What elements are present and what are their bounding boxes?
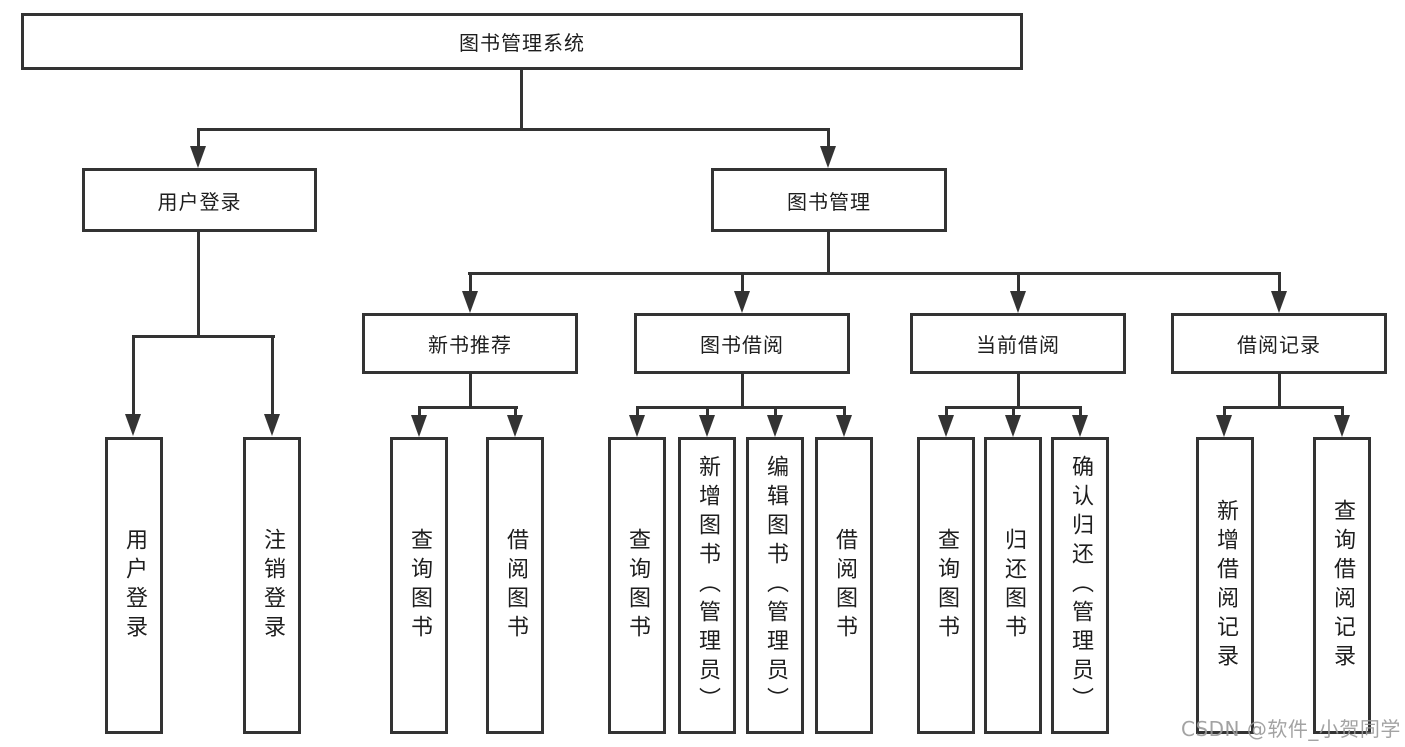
connector-vline — [197, 128, 200, 150]
node-query-books-borrow-label: 查询图书 — [625, 527, 650, 644]
connector-vline — [469, 272, 472, 295]
node-borrow-records: 借阅记录 — [1171, 313, 1387, 374]
arrow-down-icon — [190, 146, 206, 168]
node-query-books-borrow: 查询图书 — [608, 437, 666, 734]
node-book-borrow: 图书借阅 — [634, 313, 850, 374]
node-add-book-admin: 新增图书（管理员） — [678, 437, 736, 734]
node-add-book-admin-label: 新增图书（管理员） — [695, 455, 720, 716]
connector-vline — [843, 406, 846, 419]
connector-hline — [468, 272, 1281, 275]
connector-vline — [1079, 406, 1082, 419]
connector-vline — [706, 406, 709, 419]
arrow-down-icon — [836, 415, 852, 437]
connector-vline — [271, 335, 274, 418]
node-edit-book-admin-label: 编辑图书（管理员） — [763, 455, 788, 716]
connector-hline — [636, 406, 846, 409]
connector-vline — [1012, 406, 1015, 419]
connector-hline — [418, 406, 518, 409]
node-root-label: 图书管理系统 — [459, 31, 585, 55]
node-add-borrow-record-label: 新增借阅记录 — [1213, 498, 1238, 673]
node-add-borrow-record: 新增借阅记录 — [1196, 437, 1254, 734]
connector-vline — [132, 335, 135, 418]
connector-vline — [469, 374, 472, 406]
node-query-books-current: 查询图书 — [917, 437, 975, 734]
node-return-book-label: 归还图书 — [1001, 527, 1026, 644]
connector-vline — [1278, 374, 1281, 406]
node-root: 图书管理系统 — [21, 13, 1023, 70]
node-query-borrow-record: 查询借阅记录 — [1313, 437, 1371, 734]
connector-vline — [827, 232, 830, 272]
node-edit-book-admin: 编辑图书（管理员） — [746, 437, 804, 734]
node-return-book: 归还图书 — [984, 437, 1042, 734]
node-book-mgmt-label: 图书管理 — [787, 189, 871, 214]
node-borrow-books-recommend-label: 借阅图书 — [503, 527, 528, 644]
arrow-down-icon — [264, 414, 280, 436]
arrow-down-icon — [1334, 415, 1350, 437]
node-query-books-recommend-label: 查询图书 — [407, 527, 432, 644]
arrow-down-icon — [699, 415, 715, 437]
node-current-borrow-label: 当前借阅 — [976, 333, 1060, 357]
arrow-down-icon — [1010, 291, 1026, 313]
node-logout-label: 注销登录 — [260, 527, 285, 644]
connector-vline — [197, 232, 200, 335]
node-query-books-current-label: 查询图书 — [934, 527, 959, 644]
node-query-books-recommend: 查询图书 — [390, 437, 448, 734]
node-book-borrow-label: 图书借阅 — [700, 333, 784, 357]
arrow-down-icon — [820, 146, 836, 168]
arrow-down-icon — [629, 415, 645, 437]
connector-vline — [741, 272, 744, 295]
connector-vline — [1223, 406, 1226, 419]
connector-hline — [197, 128, 830, 131]
node-new-book-recommend-label: 新书推荐 — [428, 333, 512, 357]
connector-vline — [514, 406, 517, 419]
arrow-down-icon — [1005, 415, 1021, 437]
connector-vline — [774, 406, 777, 419]
node-borrow-books: 借阅图书 — [815, 437, 873, 734]
node-confirm-return-admin: 确认归还（管理员） — [1051, 437, 1109, 734]
connector-vline — [636, 406, 639, 419]
node-current-borrow: 当前借阅 — [910, 313, 1126, 374]
connector-vline — [1017, 272, 1020, 295]
node-new-book-recommend: 新书推荐 — [362, 313, 578, 374]
connector-vline — [945, 406, 948, 419]
connector-vline — [1278, 272, 1281, 295]
node-borrow-books-label: 借阅图书 — [832, 527, 857, 644]
connector-vline — [1341, 406, 1344, 419]
node-logout: 注销登录 — [243, 437, 301, 734]
connector-hline — [132, 335, 275, 338]
arrow-down-icon — [767, 415, 783, 437]
node-login-label: 用户登录 — [122, 527, 147, 644]
arrow-down-icon — [1072, 415, 1088, 437]
arrow-down-icon — [1271, 291, 1287, 313]
arrow-down-icon — [938, 415, 954, 437]
node-book-mgmt: 图书管理 — [711, 168, 947, 232]
node-query-borrow-record-label: 查询借阅记录 — [1330, 498, 1355, 673]
connector-vline — [418, 406, 421, 419]
node-user-login-label: 用户登录 — [157, 189, 242, 214]
node-user-login: 用户登录 — [82, 168, 317, 232]
arrow-down-icon — [507, 415, 523, 437]
watermark-text: CSDN @软件_小贺同学 — [1181, 717, 1401, 741]
node-confirm-return-admin-label: 确认归还（管理员） — [1068, 455, 1093, 716]
connector-vline — [827, 128, 830, 150]
node-borrow-books-recommend: 借阅图书 — [486, 437, 544, 734]
connector-vline — [1017, 374, 1020, 406]
arrow-down-icon — [734, 291, 750, 313]
arrow-down-icon — [411, 415, 427, 437]
arrow-down-icon — [1216, 415, 1232, 437]
node-login: 用户登录 — [105, 437, 163, 734]
connector-hline — [1223, 406, 1344, 409]
arrow-down-icon — [462, 291, 478, 313]
arrow-down-icon — [125, 414, 141, 436]
connector-vline — [520, 70, 523, 128]
connector-vline — [741, 374, 744, 406]
node-borrow-records-label: 借阅记录 — [1237, 333, 1321, 357]
